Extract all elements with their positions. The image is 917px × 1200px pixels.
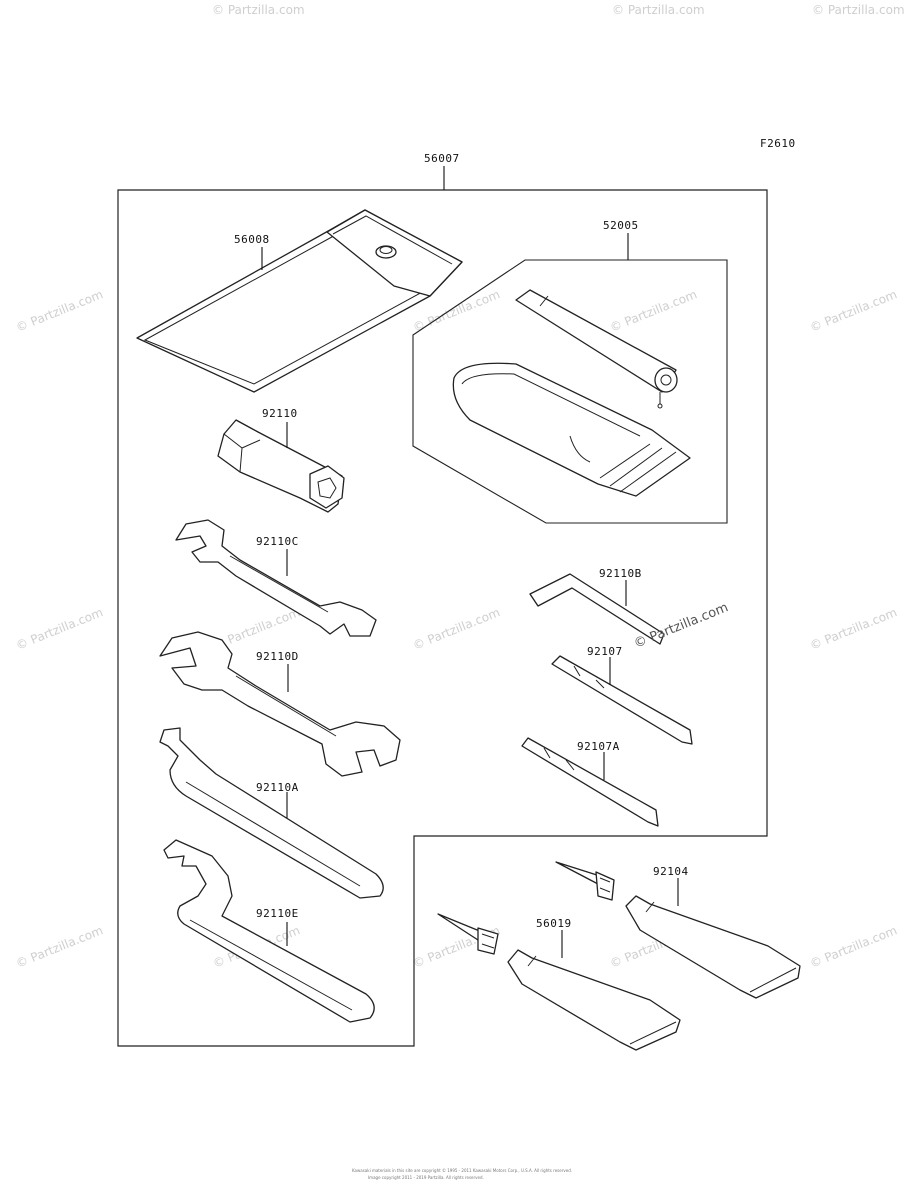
part-number-92110[interactable]: 92110 <box>262 407 298 420</box>
watermark: © Partzilla.com <box>608 287 699 335</box>
watermark: © Partzilla.com <box>14 923 105 971</box>
part-number-92110B[interactable]: 92110B <box>599 567 642 580</box>
open-end-wrench-c <box>175 519 377 637</box>
part-number-56007[interactable]: 56007 <box>424 152 460 165</box>
watermark: © Partzilla.com <box>411 605 502 653</box>
part-number-92107A[interactable]: 92107A <box>577 740 620 753</box>
watermark: © Partzilla.com <box>812 3 905 17</box>
watermark: © Partzilla.com <box>808 287 899 335</box>
grease-set <box>412 259 728 524</box>
watermark: © Partzilla.com <box>212 3 305 17</box>
part-number-92104[interactable]: 92104 <box>653 865 689 878</box>
part-number-56019[interactable]: 56019 <box>536 917 572 930</box>
hex-key <box>529 573 665 645</box>
part-number-92110C[interactable]: 92110C <box>256 535 299 548</box>
screwdriver <box>551 655 693 745</box>
watermark: © Partzilla.com <box>612 3 705 17</box>
tool-pouch <box>136 209 463 393</box>
screwdriver-a <box>521 737 659 827</box>
part-number-92110E[interactable]: 92110E <box>256 907 299 920</box>
grease-gun <box>515 289 678 409</box>
copyright-line: Image copyright 2011 - 2019 Partzilla. A… <box>368 1175 484 1180</box>
open-end-wrench-d <box>159 631 401 777</box>
grease-tube-92104 <box>555 861 801 999</box>
watermark: © Partzilla.com <box>14 605 105 653</box>
copyright-line: Kawasaki materials in this site are copy… <box>352 1168 572 1173</box>
part-number-92110A[interactable]: 92110A <box>256 781 299 794</box>
part-number-92110D[interactable]: 92110D <box>256 650 299 663</box>
part-number-52005[interactable]: 52005 <box>603 219 639 232</box>
watermark: © Partzilla.com <box>808 605 899 653</box>
part-number-56008[interactable]: 56008 <box>234 233 270 246</box>
watermark: © Partzilla.com <box>808 923 899 971</box>
kit-boundary: 56007 <box>117 152 768 1047</box>
hook-wrench-e <box>163 839 375 1023</box>
hook-wrench-a <box>159 727 384 899</box>
watermark: © Partzilla.com <box>14 287 105 335</box>
socket-wrench <box>217 419 345 513</box>
grease-bag <box>452 362 691 497</box>
part-number-92107[interactable]: 92107 <box>587 645 623 658</box>
figure-code: F2610 <box>760 137 796 150</box>
grease-tube-56019 <box>437 913 681 1051</box>
